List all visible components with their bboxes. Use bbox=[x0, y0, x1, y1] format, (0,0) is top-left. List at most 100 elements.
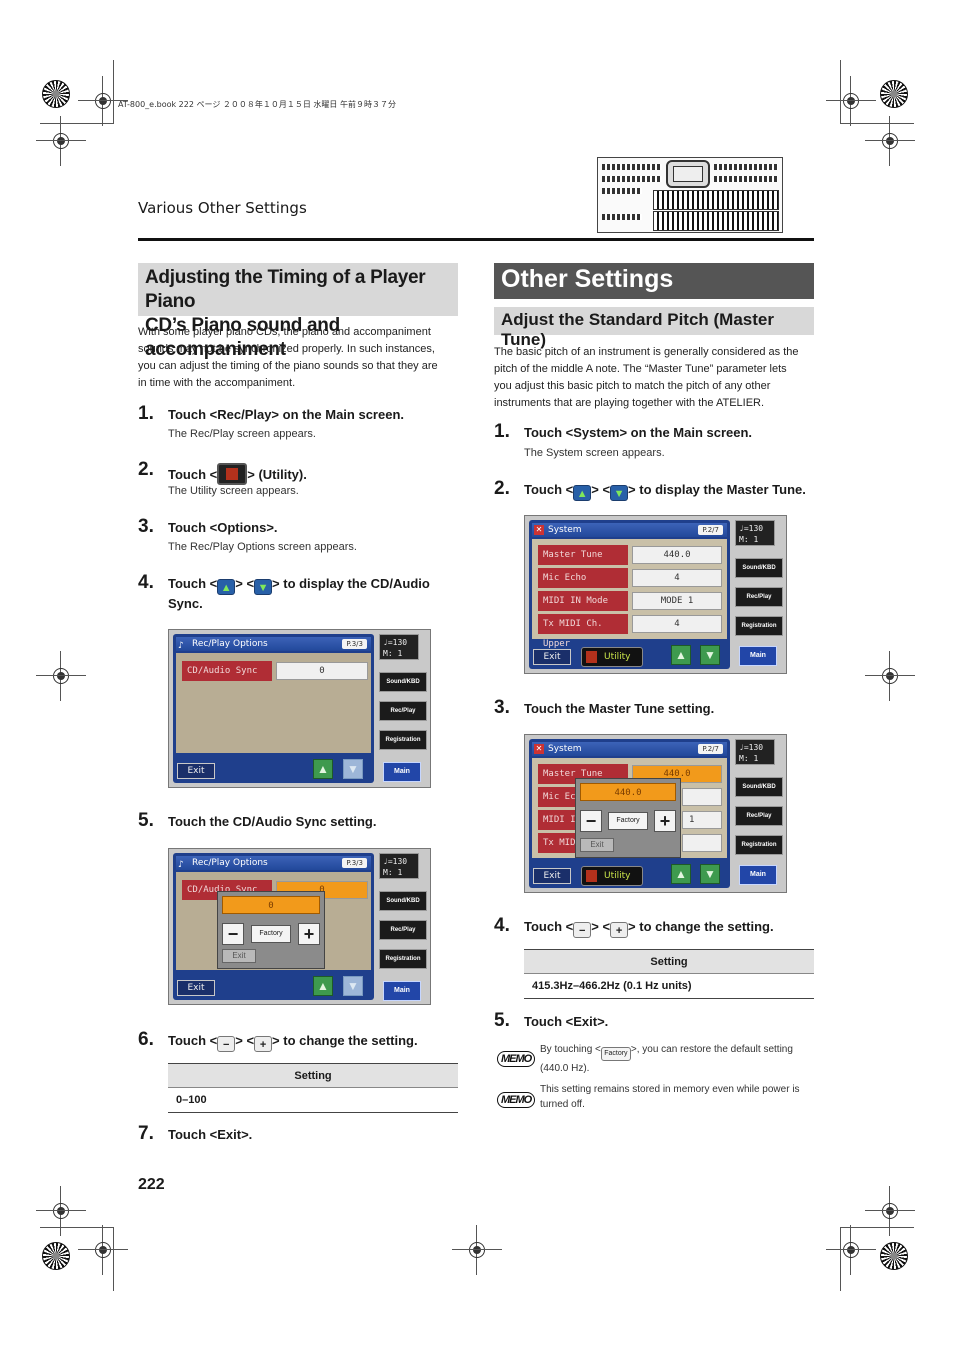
param-value[interactable]: 440.0 bbox=[632, 546, 722, 564]
registration-burst-bottom-right bbox=[880, 1242, 908, 1270]
minus-icon: − bbox=[573, 922, 592, 938]
trim-line bbox=[840, 123, 914, 124]
rec-play-button[interactable]: Rec/Play bbox=[735, 587, 783, 607]
rec-play-button[interactable]: Rec/Play bbox=[379, 920, 427, 940]
plus-icon[interactable]: + bbox=[298, 923, 320, 945]
param-value[interactable]: 4 bbox=[632, 615, 722, 633]
crop-mark bbox=[865, 1186, 915, 1236]
param-value[interactable]: 4 bbox=[632, 569, 722, 587]
keyboard-panel-illustration bbox=[597, 157, 783, 233]
registration-burst-top-right bbox=[880, 80, 908, 108]
factory-button[interactable]: Factory bbox=[251, 925, 291, 943]
popup-value: 0 bbox=[222, 896, 320, 914]
section-heading-other-settings: Other Settings bbox=[494, 263, 814, 299]
main-button[interactable]: Main bbox=[739, 865, 777, 885]
down-arrow-icon: ▼ bbox=[254, 579, 273, 595]
popup-exit-button[interactable]: Exit bbox=[222, 949, 256, 963]
crop-mark bbox=[452, 1225, 502, 1275]
param-label[interactable]: Master Tune bbox=[538, 545, 628, 565]
table-header: Setting bbox=[168, 1064, 458, 1088]
file-info-line: AT-800_e.book 222 ページ ２００８年１０月１５日 水曜日 午前… bbox=[118, 100, 396, 109]
main-button[interactable]: Main bbox=[739, 646, 777, 666]
music-note-icon: ♪ bbox=[178, 641, 184, 651]
trim-line bbox=[840, 60, 841, 124]
exit-button[interactable]: Exit bbox=[177, 763, 215, 779]
step-continued: Sync. bbox=[168, 596, 203, 611]
main-button[interactable]: Main bbox=[383, 981, 421, 1001]
settings-table: Setting 415.3Hz–466.2Hz (0.1 Hz units) bbox=[524, 949, 814, 999]
exit-button[interactable]: Exit bbox=[533, 868, 571, 884]
music-note-icon: ♪ bbox=[178, 860, 184, 870]
sound-kbd-button[interactable]: Sound/KBD bbox=[379, 672, 427, 692]
trim-line bbox=[840, 1227, 914, 1228]
down-arrow-icon[interactable]: ▼ bbox=[700, 864, 720, 884]
param-label[interactable]: Mic Echo bbox=[538, 568, 628, 588]
plus-icon: + bbox=[610, 922, 629, 938]
param-value[interactable]: MODE 1 bbox=[632, 592, 722, 610]
intro-paragraph: The basic pitch of an instrument is gene… bbox=[494, 346, 799, 409]
registration-button[interactable]: Registration bbox=[379, 949, 427, 969]
plus-icon[interactable]: + bbox=[654, 810, 676, 832]
running-header: Various Other Settings bbox=[138, 199, 307, 217]
section-heading-player-piano: Adjusting the Timing of a Player Piano C… bbox=[138, 263, 458, 360]
down-arrow-icon[interactable]: ▼ bbox=[700, 645, 720, 665]
rec-play-button[interactable]: Rec/Play bbox=[379, 701, 427, 721]
trim-line bbox=[40, 1227, 114, 1228]
crop-mark bbox=[78, 1225, 128, 1275]
memo-icon: MEMO bbox=[497, 1049, 536, 1067]
close-x-icon: ✕ bbox=[534, 525, 544, 535]
up-arrow-icon[interactable]: ▲ bbox=[671, 864, 691, 884]
registration-burst-bottom-left bbox=[42, 1242, 70, 1270]
minus-icon[interactable]: − bbox=[580, 810, 602, 832]
utility-button[interactable]: Utility bbox=[581, 647, 643, 667]
param-value[interactable]: 0 bbox=[276, 662, 368, 680]
table-cell: 0–100 bbox=[176, 1094, 207, 1106]
minus-icon[interactable]: − bbox=[222, 923, 244, 945]
crop-mark bbox=[826, 76, 876, 126]
table-cell: 415.3Hz–466.2Hz (0.1 Hz units) bbox=[532, 980, 692, 992]
page-number: 222 bbox=[138, 1176, 165, 1193]
step-result: The Utility screen appears. bbox=[168, 485, 299, 497]
crop-mark bbox=[36, 1186, 86, 1236]
crop-mark bbox=[865, 116, 915, 166]
down-arrow-icon[interactable]: ▼ bbox=[343, 976, 363, 996]
step-result: The System screen appears. bbox=[524, 447, 665, 459]
minus-icon: − bbox=[217, 1036, 236, 1052]
sound-kbd-button[interactable]: Sound/KBD bbox=[735, 777, 783, 797]
main-button[interactable]: Main bbox=[383, 762, 421, 782]
param-label[interactable]: Tx MIDI Ch. Upper bbox=[538, 614, 628, 649]
exit-button[interactable]: Exit bbox=[177, 980, 215, 996]
crop-mark bbox=[826, 1225, 876, 1275]
step-result: The Rec/Play screen appears. bbox=[168, 428, 316, 440]
crop-mark bbox=[78, 76, 128, 126]
param-value[interactable] bbox=[682, 834, 722, 852]
utility-icon bbox=[217, 463, 248, 485]
display-screen-icon bbox=[666, 160, 710, 188]
utility-button[interactable]: Utility bbox=[581, 866, 643, 886]
up-arrow-icon[interactable]: ▲ bbox=[313, 759, 333, 779]
registration-button[interactable]: Registration bbox=[735, 616, 783, 636]
up-arrow-icon[interactable]: ▲ bbox=[313, 976, 333, 996]
crop-mark bbox=[36, 651, 86, 701]
sound-kbd-button[interactable]: Sound/KBD bbox=[379, 891, 427, 911]
rec-play-button[interactable]: Rec/Play bbox=[735, 806, 783, 826]
down-arrow-icon[interactable]: ▼ bbox=[343, 759, 363, 779]
up-arrow-icon[interactable]: ▲ bbox=[671, 645, 691, 665]
trim-line bbox=[840, 1227, 841, 1291]
popup-value: 440.0 bbox=[580, 783, 676, 801]
popup-exit-button[interactable]: Exit bbox=[580, 838, 614, 852]
param-value[interactable] bbox=[682, 788, 722, 806]
exit-button[interactable]: Exit bbox=[533, 649, 571, 665]
param-value[interactable]: 1 bbox=[682, 811, 722, 829]
param-label[interactable]: CD/Audio Sync bbox=[182, 661, 272, 681]
settings-table: Setting 0–100 bbox=[168, 1063, 458, 1113]
registration-button[interactable]: Registration bbox=[379, 730, 427, 750]
factory-button[interactable]: Factory bbox=[608, 812, 648, 830]
param-label[interactable]: MIDI IN Mode bbox=[538, 591, 628, 611]
sound-kbd-button[interactable]: Sound/KBD bbox=[735, 558, 783, 578]
registration-button[interactable]: Registration bbox=[735, 835, 783, 855]
